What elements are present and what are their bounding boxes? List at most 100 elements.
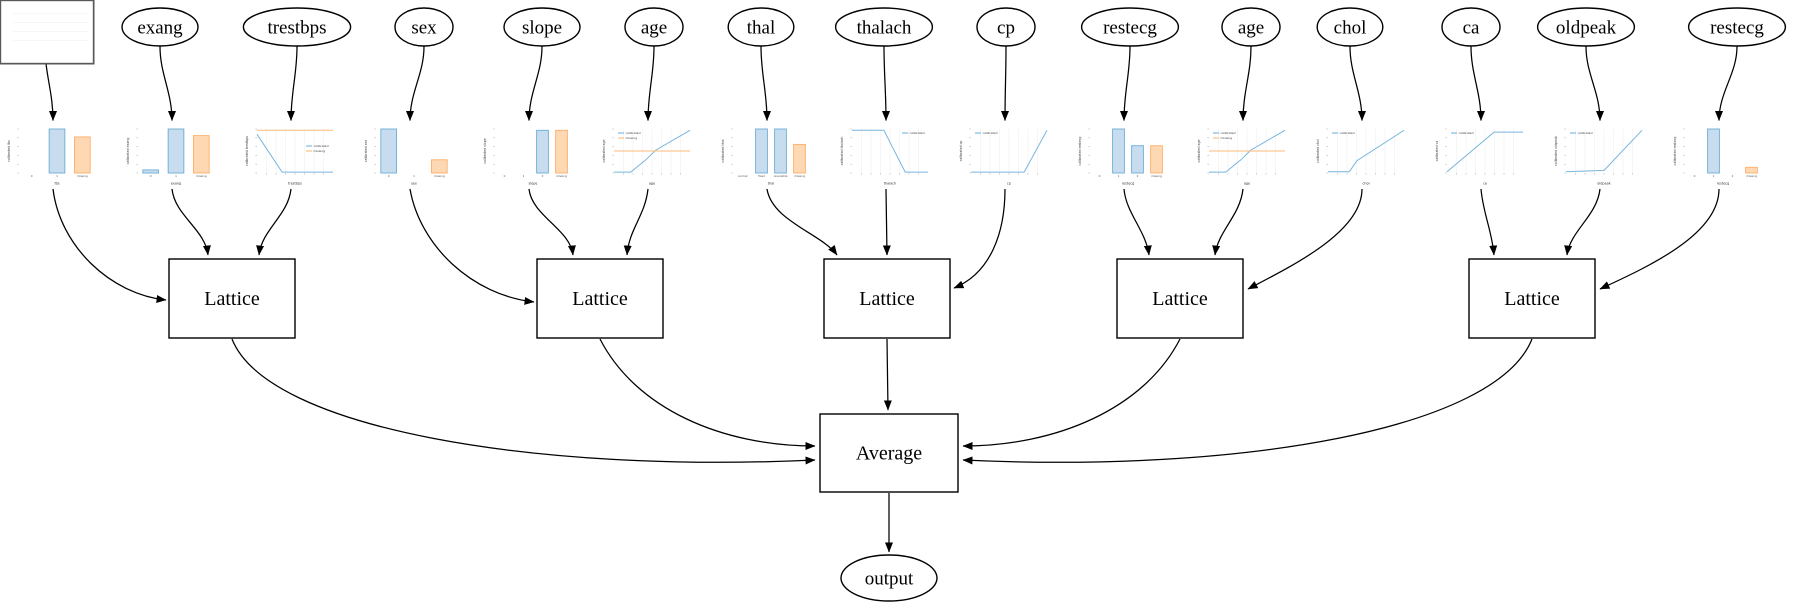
- feature-label: sex: [411, 18, 437, 39]
- feature-label: chol: [1334, 18, 1367, 39]
- x-tick-label: fixed: [758, 174, 765, 178]
- edge-calibrator-age-to-lattice: [623, 188, 649, 256]
- legend-label: calibrated: [1459, 131, 1474, 135]
- bar-missing: [1150, 145, 1163, 174]
- series-calibrated: [852, 129, 928, 173]
- legend-label: calibrated: [910, 131, 925, 135]
- x-tick-label: missing: [1151, 174, 1162, 178]
- edge-exang-to-calibrator: [159, 46, 176, 121]
- edge-calibrator-thalach-to-lattice: [882, 188, 891, 256]
- chart-ylabel: calibrated age: [602, 139, 606, 162]
- x-tick-label: 2: [542, 174, 544, 178]
- x-tick-label: 0: [1694, 174, 1696, 178]
- bar-2: [1131, 145, 1144, 174]
- edge-calibrator-chol-to-lattice: [1247, 188, 1363, 290]
- feature-node-restecg2: restecg: [1687, 7, 1787, 47]
- x-tick-label: missing: [196, 174, 207, 178]
- bar-missing: [193, 135, 210, 174]
- chart-xlabel: restecg: [1717, 182, 1730, 186]
- feature-node-ca: ca: [1441, 7, 1501, 47]
- x-tick-label: 1: [56, 174, 58, 178]
- feature-label: restecg: [1710, 18, 1764, 39]
- edge-calibrator-oldpeak-to-lattice: [1564, 188, 1601, 256]
- feature-node-sex: sex: [394, 7, 454, 47]
- feature-ellipse: [1080, 7, 1180, 47]
- bar-missing: [431, 159, 448, 174]
- feature-label: trestbps: [267, 18, 326, 39]
- feature-node-trestbps: trestbps: [242, 7, 352, 47]
- series-calibrated: [1328, 129, 1405, 173]
- chart-xlabel: age: [649, 182, 655, 186]
- feature-label: age: [1238, 18, 1264, 39]
- edge-age-to-calibrator: [644, 46, 655, 121]
- chart-xlabel: trestbps: [288, 182, 302, 186]
- chart-xlabel: thalach: [884, 182, 897, 186]
- x-tick-label: missing: [556, 174, 567, 178]
- feature-ellipse: [1441, 7, 1501, 47]
- chart-ylabel: calibrated oldpeak: [1554, 136, 1558, 166]
- chart-ylabel: calibrated cp: [959, 141, 963, 162]
- chart-ylabel: calibrated age: [1197, 139, 1201, 162]
- edge-calibrator-ca-to-lattice: [1480, 188, 1498, 256]
- chart-ylabel: calibrated thal: [721, 139, 725, 162]
- feature-ellipse: [1687, 7, 1787, 47]
- average-box: [819, 413, 959, 493]
- x-tick-label: 0: [388, 174, 390, 178]
- chart-ylabel: calibrated chol: [1316, 139, 1320, 163]
- chart-ylabel: calibrated slope: [483, 138, 487, 164]
- feature-ellipse: [1536, 7, 1636, 47]
- legend-label: calibrated: [626, 131, 641, 135]
- x-tick-label: 0: [504, 174, 506, 178]
- feature-ellipse: [1316, 7, 1384, 47]
- series-calibrated: [1209, 129, 1286, 173]
- edge-thal-to-calibrator: [760, 46, 771, 121]
- x-tick-label: 2: [1137, 174, 1139, 178]
- x-tick-label: 1: [175, 174, 177, 178]
- edge-cp-to-calibrator: [1001, 46, 1010, 121]
- x-tick-label: 1: [413, 174, 415, 178]
- series-calibrated: [614, 129, 691, 173]
- series-calibrated: [1565, 129, 1643, 173]
- legend-label: calibrated: [314, 144, 329, 148]
- feature-label: oldpeak: [1556, 18, 1617, 39]
- chart-ylabel: calibrated trestbps: [245, 136, 249, 166]
- feature-ellipse: [242, 7, 352, 47]
- legend-label: calibrated: [1578, 131, 1593, 135]
- chart-frame: [0, 0, 95, 65]
- x-tick-label: 0: [1099, 174, 1101, 178]
- lattice-node-1: Lattice: [168, 258, 296, 339]
- bar-1: [1112, 128, 1125, 174]
- feature-label: restecg: [1103, 18, 1157, 39]
- x-tick-label: missing: [434, 174, 445, 178]
- feature-ellipse: [624, 7, 684, 47]
- feature-node-slope: slope: [503, 7, 581, 47]
- feature-node-thalach: thalach: [834, 7, 934, 47]
- chart-xlabel: ca: [1483, 182, 1487, 186]
- edge-calibrator-age2-to-lattice: [1212, 188, 1244, 256]
- lattice-box: [1116, 258, 1244, 339]
- x-tick-label: 0: [31, 174, 33, 178]
- edge-trestbps-to-calibrator: [287, 46, 298, 121]
- lattice-box: [536, 258, 664, 339]
- bar-1: [167, 128, 185, 174]
- x-tick-label: missing: [77, 174, 88, 178]
- edge-restecg2-to-calibrator: [1715, 46, 1738, 121]
- lattice-node-2: Lattice: [536, 258, 664, 339]
- chart-xlabel: fbs: [54, 182, 59, 186]
- lattice-box: [168, 258, 296, 339]
- bar-missing: [555, 129, 568, 174]
- edge-lattice-1-to-average: [231, 338, 816, 465]
- feature-node-thal: thal: [727, 7, 795, 47]
- lattice-label: Lattice: [859, 288, 915, 310]
- edge-age2-to-calibrator: [1239, 46, 1252, 121]
- feature-node-age2: age: [1221, 7, 1281, 47]
- x-tick-label: 1: [1118, 174, 1120, 178]
